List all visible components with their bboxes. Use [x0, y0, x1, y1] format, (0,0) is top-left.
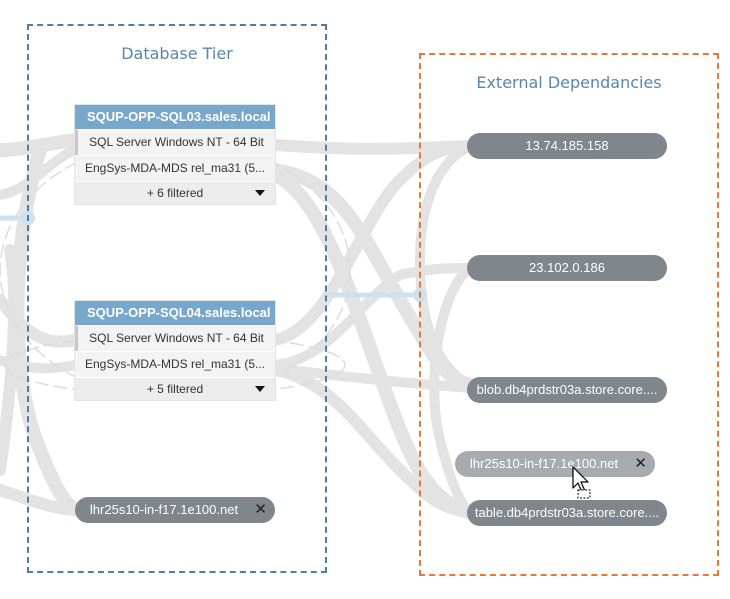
database-tier-title: Database Tier	[121, 44, 233, 63]
flow-line	[269, 364, 476, 518]
dependency-label: lhr25s10-in-f17.1e100.net	[89, 502, 239, 517]
flow-line	[0, 133, 82, 157]
process-row[interactable]: EngSys-MDA-MDS rel_ma31 (5...	[75, 155, 275, 181]
flow-line	[0, 355, 80, 374]
process-row[interactable]: SQL Server Windows NT - 64 Bit	[75, 325, 275, 351]
flow-line	[268, 168, 477, 519]
process-row[interactable]: EngSys-MDA-MDS rel_ma31 (5...	[75, 351, 275, 377]
caret-down-icon[interactable]	[255, 386, 265, 392]
close-icon[interactable]: ✕	[254, 501, 267, 518]
process-row[interactable]: SQL Server Windows NT - 64 Bit	[75, 129, 275, 155]
server-name[interactable]: SQUP-OPP-SQL04.sales.local	[75, 301, 275, 325]
database-tier: Database Tier	[27, 24, 327, 573]
external-dependency-pill[interactable]: blob.db4prdstr03a.store.core....	[467, 377, 667, 403]
external-dependency-pill[interactable]: 13.74.185.158	[467, 133, 667, 159]
external-dependency-pill[interactable]: 23.102.0.186	[467, 255, 667, 281]
external-dependency-pill[interactable]: table.db4prdstr03a.store.core....	[467, 500, 667, 526]
flow-line	[269, 141, 476, 346]
filtered-toggle[interactable]: + 5 filtered	[75, 377, 275, 400]
filtered-count: + 5 filtered	[146, 382, 204, 396]
flow-line	[0, 484, 86, 516]
flow-line	[270, 263, 475, 370]
dependency-label: 23.102.0.186	[529, 260, 605, 275]
dependency-label: lhr25s10-in-f17.1e100.net	[469, 456, 619, 471]
external-tier-title: External Dependancies	[476, 73, 662, 92]
server-card-sql03[interactable]: SQUP-OPP-SQL03.sales.local SQL Server Wi…	[75, 105, 275, 204]
caret-down-icon[interactable]	[255, 190, 265, 196]
external-dependencies-tier: External Dependancies	[419, 53, 719, 576]
dragged-dependency-pill[interactable]: lhr25s10-in-f17.1e100.net ✕	[455, 451, 655, 477]
db-dependency-pill[interactable]: lhr25s10-in-f17.1e100.net ✕	[75, 497, 275, 523]
dependency-label: blob.db4prdstr03a.store.core....	[476, 382, 658, 397]
dependency-label: table.db4prdstr03a.store.core....	[474, 505, 660, 520]
filtered-count: + 6 filtered	[146, 186, 204, 200]
flow-line	[429, 263, 475, 517]
dependency-label: 13.74.185.158	[525, 138, 609, 153]
drag-cursor-icon	[572, 466, 591, 499]
close-icon[interactable]: ✕	[634, 455, 647, 472]
server-name[interactable]: SQUP-OPP-SQL03.sales.local	[75, 105, 275, 129]
filtered-toggle[interactable]: + 6 filtered	[75, 181, 275, 204]
server-card-sql04[interactable]: SQUP-OPP-SQL04.sales.local SQL Server Wi…	[75, 301, 275, 400]
